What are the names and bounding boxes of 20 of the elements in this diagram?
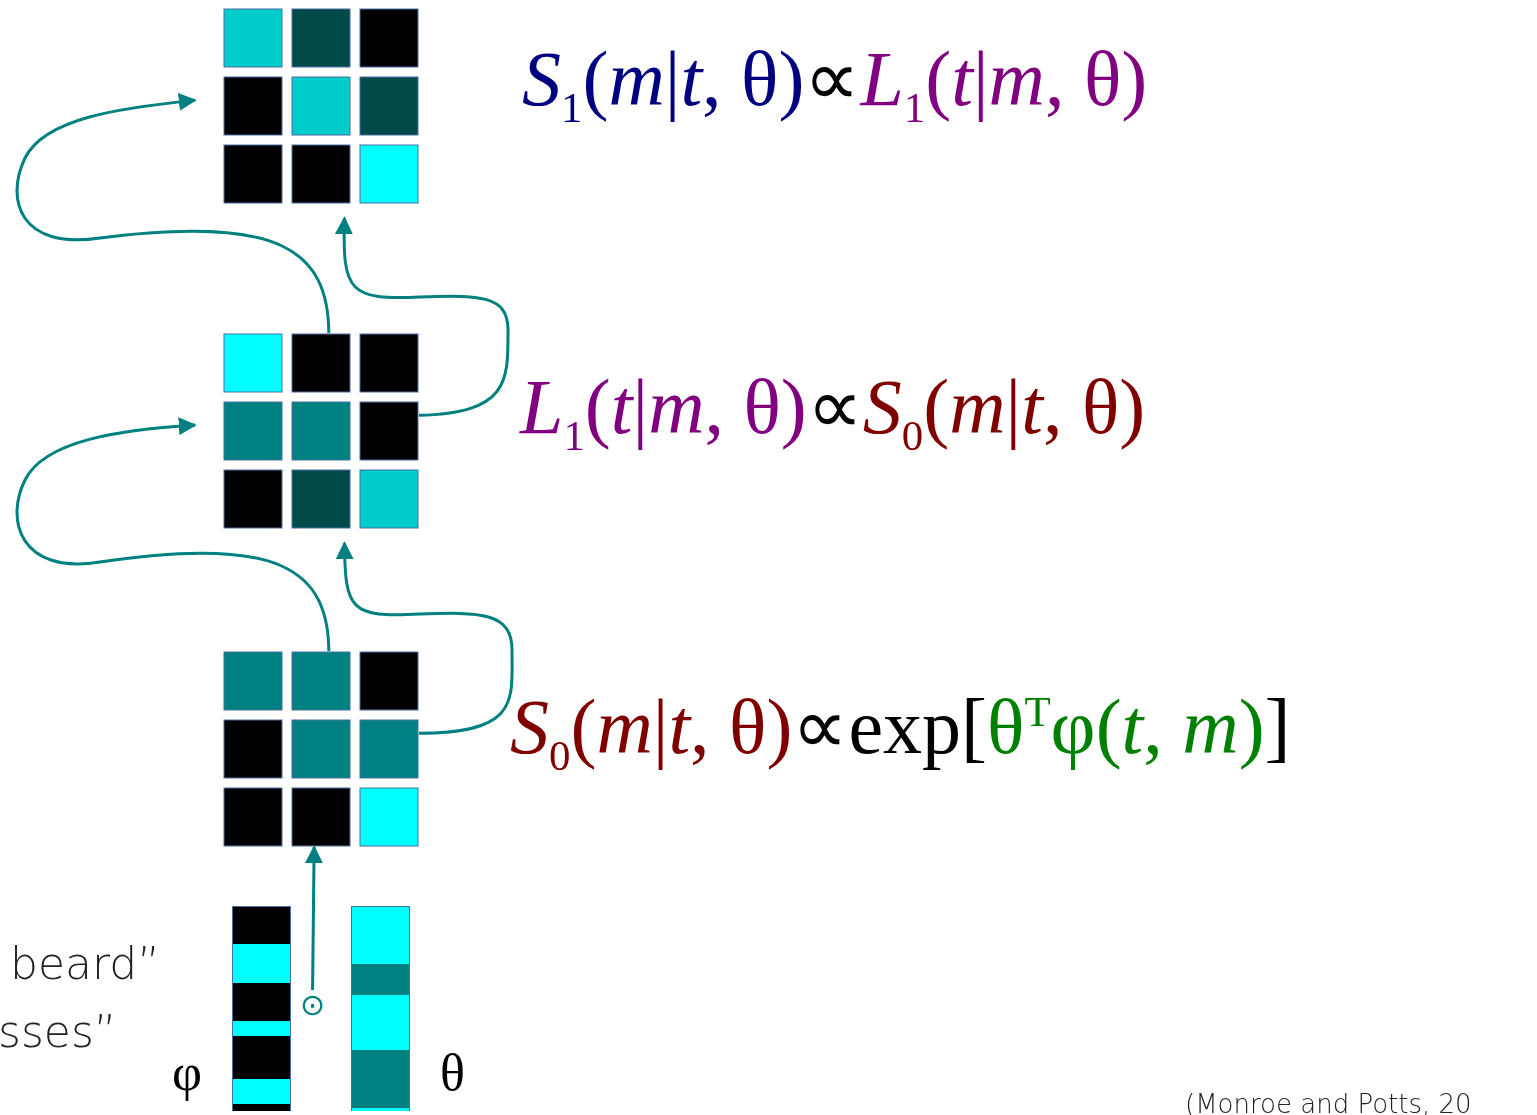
matrix-drawing [223, 8, 419, 204]
quoted-text: beard” [10, 940, 160, 989]
formula-text: S$_{1}$(m|t, θ) [522, 40, 805, 130]
symbol-label: φ [172, 1047, 202, 1099]
formula-bracket: ] [1264, 688, 1291, 766]
matrix-drawing [223, 651, 419, 847]
arrow [15, 417, 331, 652]
operator-symbol: ⊙ [300, 990, 326, 1020]
arrow [15, 92, 331, 334]
arrow [304, 845, 323, 990]
formula-text: L$_{1}$(t|m, θ) [860, 40, 1148, 130]
arrow [335, 216, 510, 417]
matrix-drawing [223, 333, 419, 529]
formula-text: S$_{0}$(m|t, θ) [510, 688, 793, 778]
arrow [335, 541, 514, 735]
quoted-text: sses” [0, 1008, 117, 1057]
formula-text: L$_{1}$(t|m, θ) [520, 368, 807, 458]
proportional-symbol: ∝ [806, 368, 863, 446]
formula-text: S$_{0}$(m|t, θ) [862, 368, 1146, 458]
symbol-label: θ [440, 1047, 465, 1099]
